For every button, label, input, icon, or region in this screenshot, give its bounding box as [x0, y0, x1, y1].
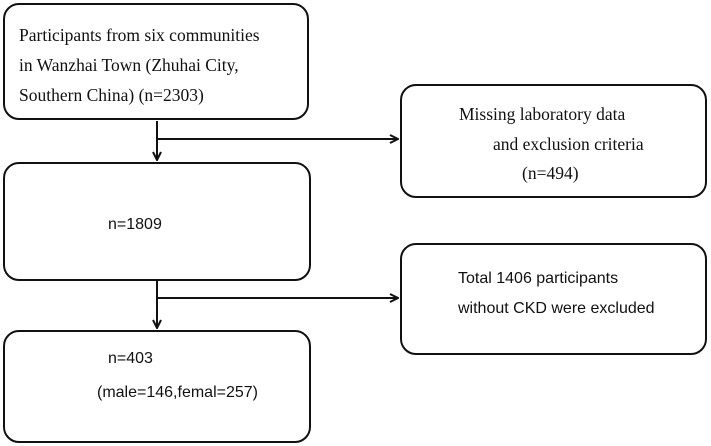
missing-data-line-1: Missing laboratory data	[459, 104, 626, 124]
missing-data-line-2: and exclusion criteria	[493, 134, 644, 154]
no-ckd-line-2: without CKD were excluded	[458, 300, 655, 317]
no-ckd-line-1: Total 1406 participants	[458, 270, 619, 287]
participants-line-2: in Wanzhai Town (Zhuhai City,	[19, 55, 239, 75]
no-ckd-excluded-box: Total 1406 participants without CKD were…	[400, 243, 707, 355]
participants-line-1: Participants from six communities	[19, 25, 260, 45]
final-count: n=403	[108, 350, 153, 367]
final-cohort-box: n=403 (male=146,femal=257)	[3, 330, 311, 443]
participants-line-3: Southern China) (n=2303)	[19, 85, 204, 105]
remaining-box: n=1809	[3, 162, 311, 281]
missing-data-box: Missing laboratory data and exclusion cr…	[400, 84, 707, 198]
missing-data-line-3: (n=494)	[522, 163, 579, 183]
final-sex-breakdown: (male=146,femal=257)	[97, 384, 258, 401]
remaining-count: n=1809	[108, 216, 162, 233]
participants-box: Participants from six communities in Wan…	[3, 3, 309, 120]
